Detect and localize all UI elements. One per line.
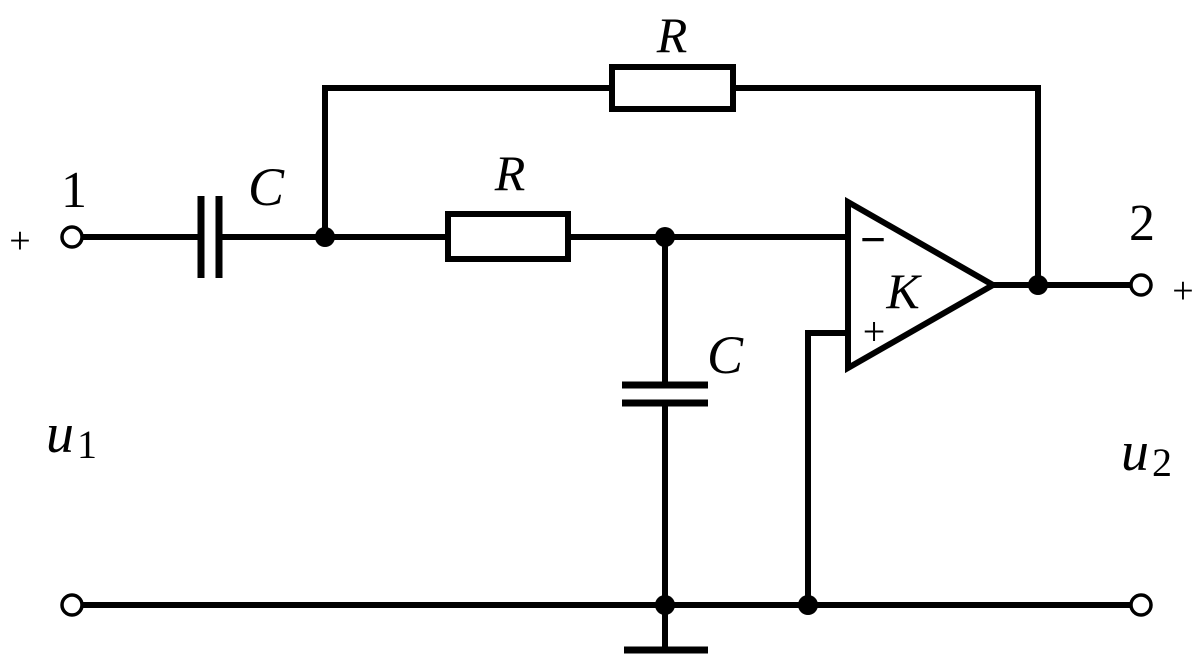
junction-dot — [655, 595, 675, 615]
label-output-voltage-symbol: u — [1121, 421, 1149, 483]
resistor-series — [445, 211, 571, 262]
capacitor-shunt — [622, 381, 708, 407]
label-port-input-plus: + — [9, 220, 30, 262]
terminal-input-top — [60, 225, 84, 249]
junction-dot — [1028, 275, 1048, 295]
label-capacitor-shunt: C — [707, 325, 744, 385]
label-capacitor-input: C — [248, 157, 285, 217]
label-output-voltage: u2 — [1121, 421, 1172, 485]
wire-feedback-left — [322, 85, 615, 240]
label-port-input-number: 1 — [61, 162, 87, 219]
label-port-output-plus: + — [1172, 270, 1193, 312]
capacitor-input — [197, 196, 223, 278]
label-port-output-number: 2 — [1129, 195, 1155, 252]
terminals — [60, 225, 1153, 617]
label-input-voltage: u1 — [46, 403, 97, 467]
junction-dot — [315, 227, 335, 247]
label-noninverting-input: + — [863, 309, 886, 354]
wires — [79, 85, 1134, 653]
terminal-input-bottom — [60, 593, 84, 617]
label-resistor-feedback: R — [656, 7, 688, 63]
junctions — [315, 227, 1048, 615]
junction-dot — [655, 227, 675, 247]
label-resistor-series: R — [494, 145, 526, 201]
terminal-output-bottom — [1129, 593, 1153, 617]
label-inverting-input: − — [860, 214, 886, 265]
junction-dot — [798, 595, 818, 615]
wire-noninverting-to-ground — [805, 330, 851, 608]
label-input-voltage-subscript: 1 — [77, 422, 97, 467]
amplifier-triangle — [845, 196, 1000, 374]
label-amplifier-gain: K — [885, 263, 922, 319]
label-output-voltage-subscript: 2 — [1152, 440, 1172, 485]
resistor-feedback — [609, 64, 736, 112]
label-input-voltage-symbol: u — [46, 403, 74, 465]
terminal-output-top — [1129, 273, 1153, 297]
wire-feedback-right — [730, 85, 1041, 288]
